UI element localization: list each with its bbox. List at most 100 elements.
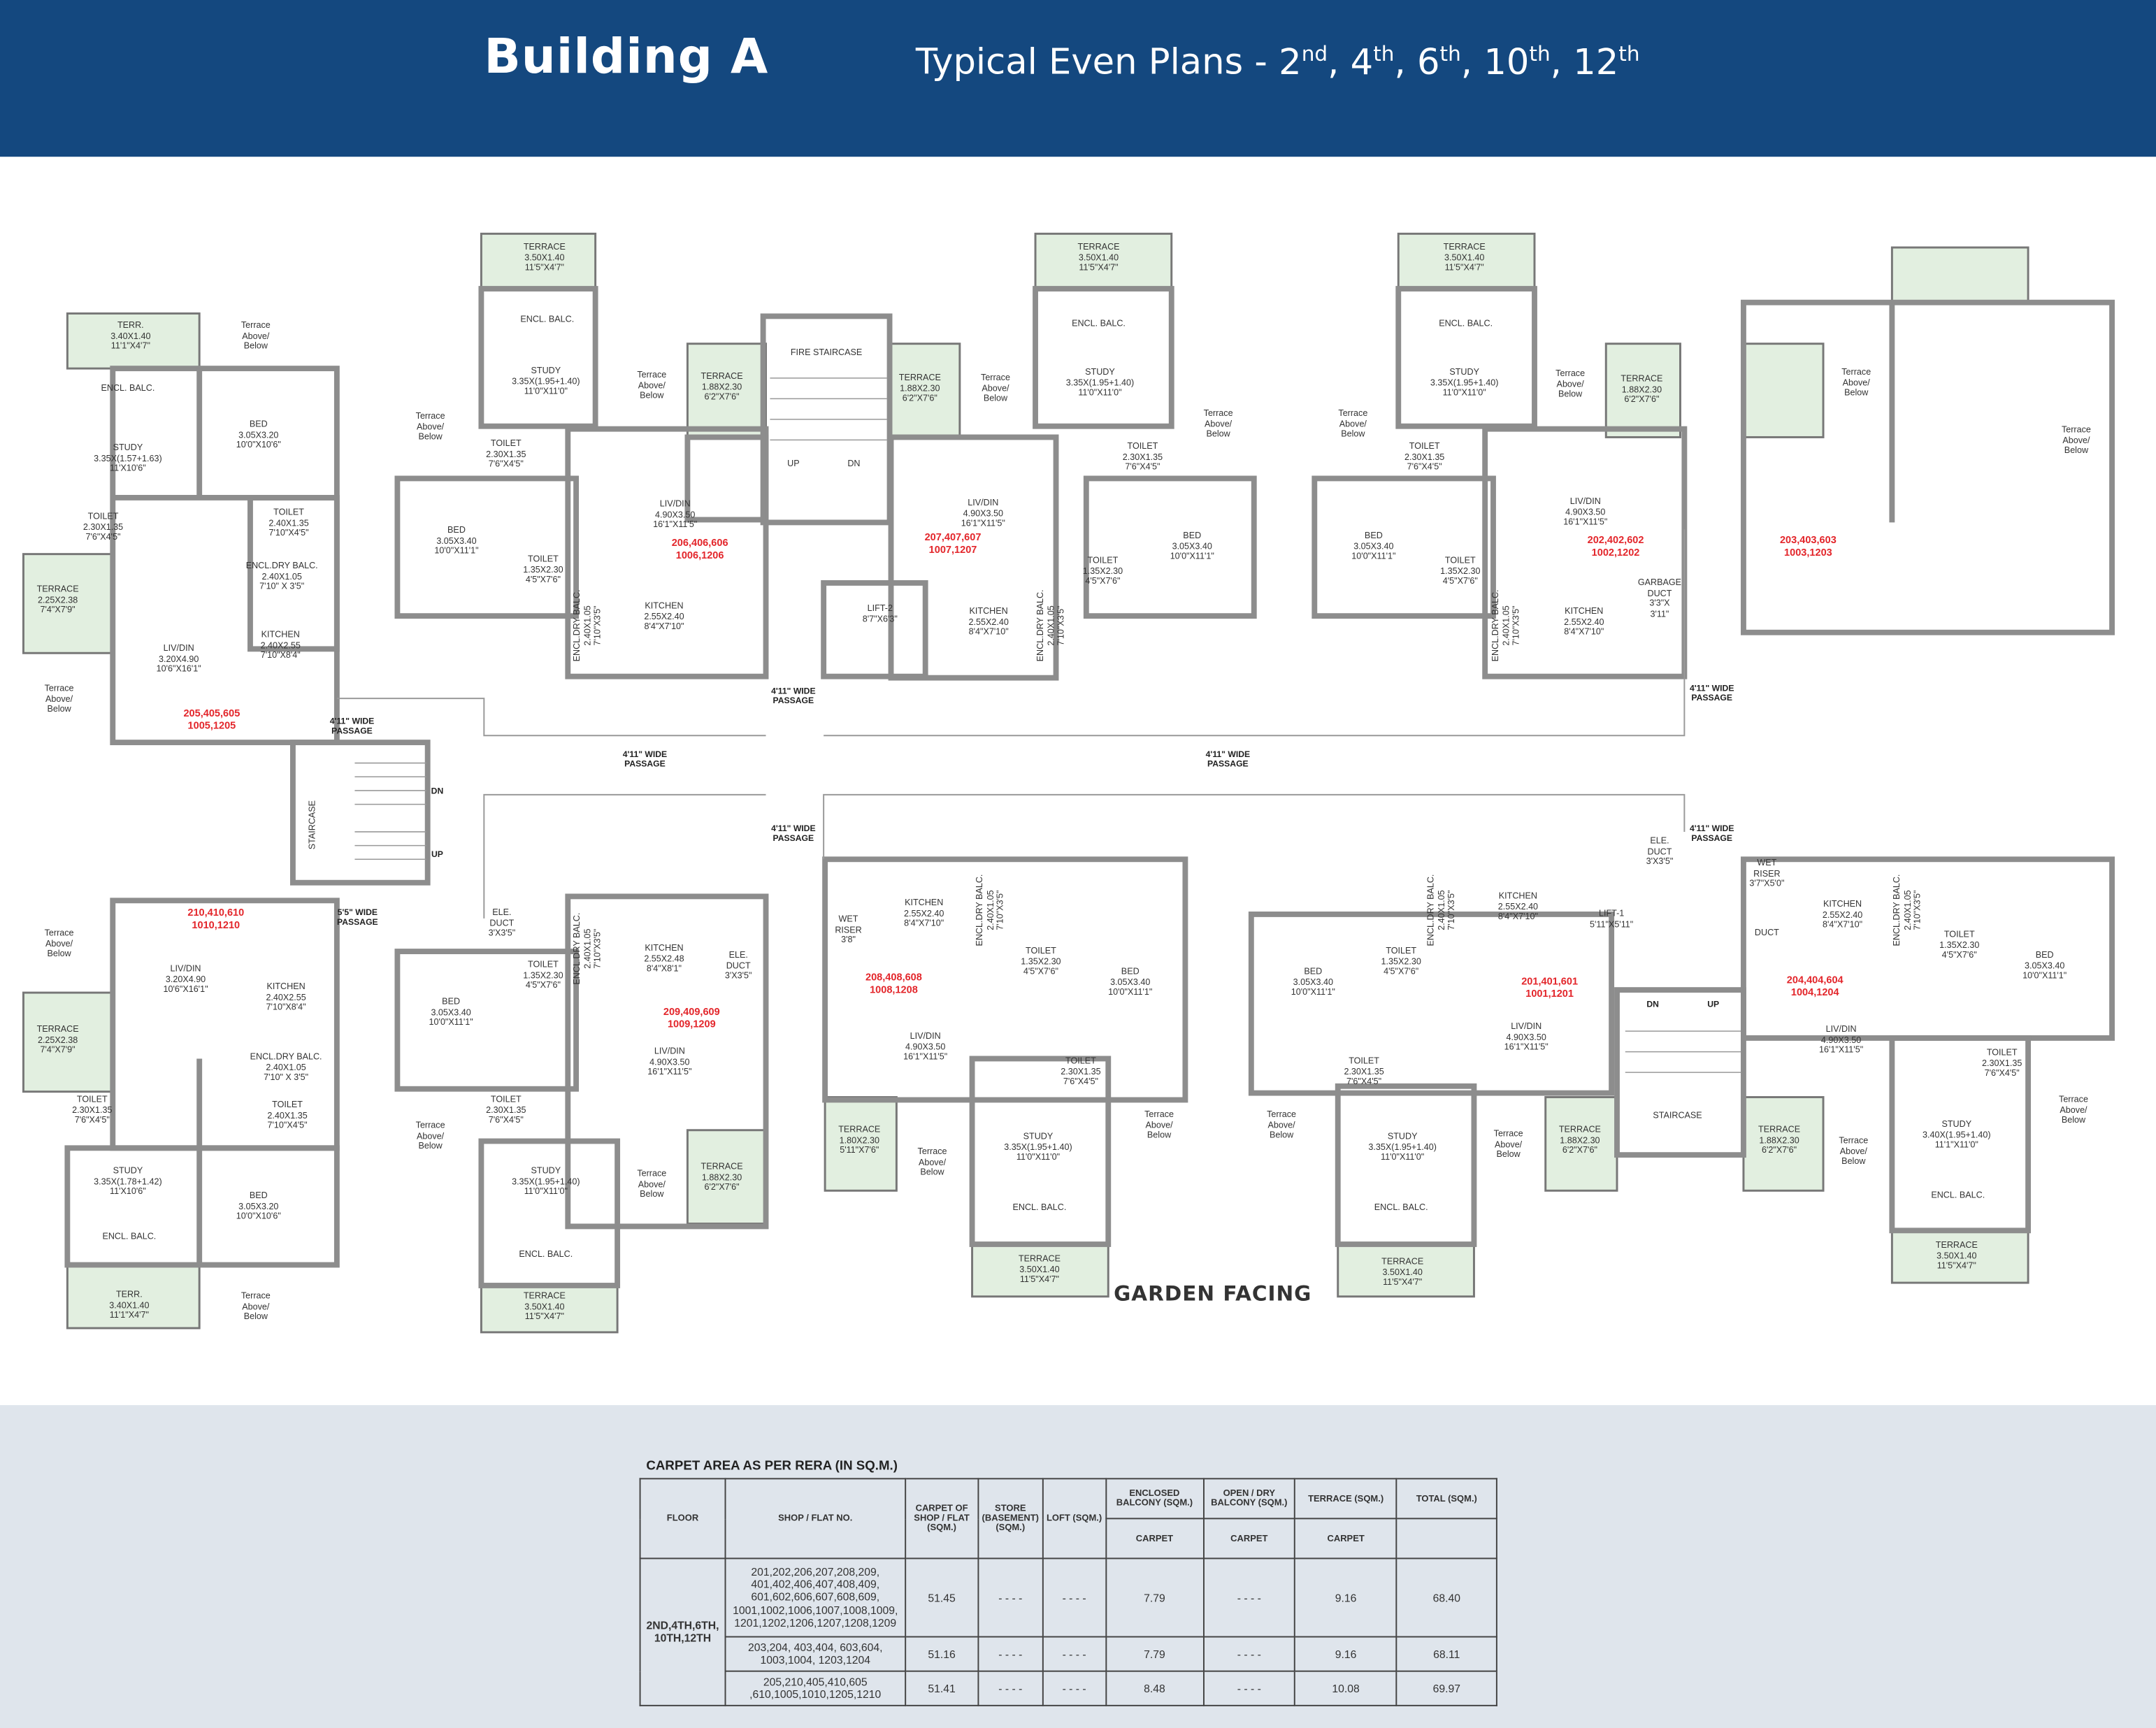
flat-number-label: 201,401,601 1001,1201 (1521, 974, 1579, 1000)
loft-cell: - - - - (1042, 1557, 1107, 1638)
room-label: BED 3.05X3.40 10'0"X11'1" (1108, 967, 1153, 998)
table-row: 205,210,405,410,605 ,610,1005,1010,1205,… (640, 1670, 1497, 1706)
col-terrace: TERRACE (SQM.) (1294, 1478, 1397, 1520)
flats-cell: 201,202,206,207,208,209, 401,402,406,407… (724, 1557, 907, 1638)
room-label: Terrace Above/ Below (415, 1121, 445, 1152)
room-label: LIV/DIN 3.20X4.90 10'6"X16'1" (163, 964, 208, 995)
floor-2: 2nd (1279, 41, 1328, 84)
open-cell: - - - - (1202, 1670, 1296, 1706)
room-label: Terrace Above/ Below (415, 412, 445, 443)
floor-plan-drawing (22, 232, 2115, 1334)
room-label: TERRACE 2.25X2.38 7'4"X7'9" (36, 1025, 79, 1056)
open-cell: - - - - (1202, 1636, 1296, 1672)
room-label: ENCL.DRY BALC. 2.40X1.05 7'10"X3'5" (1490, 589, 1522, 662)
col-floor: FLOOR (639, 1478, 726, 1560)
total-cell: 68.11 (1395, 1636, 1497, 1672)
room-label: LIV/DIN 4.90X3.50 16'1"X11'5" (903, 1032, 948, 1063)
floor-num: 12 (1573, 42, 1619, 84)
room-label: TOILET 2.40X1.35 7'10"X4'5" (268, 507, 309, 539)
table-header-row: FLOOR SHOP / FLAT NO. CARPET OF SHOP / F… (639, 1478, 1497, 1560)
room-label: Terrace Above/ Below (637, 370, 667, 402)
room-label: Terrace Above/ Below (1839, 1136, 1869, 1167)
room-label: LIV/DIN 3.20X4.90 10'6"X16'1" (156, 644, 201, 675)
room-label: TOILET 2.30X1.35 7'6"X4'5" (82, 512, 124, 543)
passage-label: 4'11" WIDE PASSAGE (1689, 684, 1734, 705)
flats-cell: 205,210,405,410,605 ,610,1005,1010,1205,… (724, 1670, 907, 1706)
carpet-cell: 51.45 (905, 1557, 979, 1638)
passage-label: 4'11" WIDE PASSAGE (329, 717, 375, 737)
room-label: TOILET 1.35X2.30 4'5"X7'6" (1082, 556, 1123, 587)
floor-num: 4 (1350, 42, 1374, 84)
terrace-cell: 9.16 (1294, 1557, 1397, 1638)
room-label: WET RISER 3'8" (835, 914, 862, 946)
enclosed-cell: 7.79 (1105, 1557, 1205, 1638)
room-label: STUDY 3.40X(1.95+1.40) 11'1"X11'0" (1923, 1119, 1991, 1151)
table-title: CARPET AREA AS PER RERA (IN SQ.M.) (646, 1458, 898, 1474)
subtitle-prefix: Typical Even Plans - (915, 42, 1279, 84)
room-label: DUCT (1754, 928, 1779, 938)
room-label: TERRACE 1.80X2.30 5'11"X7'6" (838, 1125, 881, 1156)
flat-number-label: 204,404,604 1004,1204 (1786, 973, 1844, 998)
room-label: STUDY 3.35X(1.57+1.63) 11'X10'6" (94, 443, 162, 475)
room-label: Terrace Above/ Below (2061, 425, 2091, 456)
room-label: LIV/DIN 4.90X3.50 16'1"X11'5" (961, 498, 1005, 529)
room-label: BED 3.05X3.40 10'0"X11'1" (1351, 531, 1396, 563)
room-label: TOILET 2.30X1.35 7'6"X4'5" (1344, 1056, 1384, 1088)
col-carpet: CARPET OF SHOP / FLAT (SQM.) (905, 1478, 979, 1560)
room-label: FIRE STAIRCASE (790, 347, 863, 358)
col-open-balcony: OPEN / DRY BALCONY (SQM.) (1202, 1478, 1296, 1520)
room-label: KITCHEN 2.55X2.40 8'4"X7'10" (1564, 607, 1604, 638)
flat-number-label: 202,402,602 1002,1202 (1587, 533, 1644, 559)
floor-num: 2 (1279, 42, 1302, 84)
room-label: TOILET 2.30X1.35 7'6"X4'5" (486, 1095, 526, 1126)
table-row: 203,204, 403,404, 603,604, 1003,1004, 12… (640, 1636, 1497, 1672)
floor-suffix: th (1439, 41, 1461, 66)
sub-carpet: CARPET (1105, 1518, 1205, 1560)
floor-suffix: th (1529, 41, 1551, 66)
room-label: TERRACE 1.88X2.30 6'2"X7'6" (1758, 1125, 1801, 1156)
room-label: TERRACE 3.50X1.40 11'5"X4'7" (523, 243, 566, 274)
room-label: TOILET 1.35X2.30 4'5"X7'6" (523, 554, 563, 586)
room-label: TERRACE 3.50X1.40 11'5"X4'7" (1443, 243, 1486, 274)
terrace-cell: 9.16 (1294, 1636, 1397, 1672)
room-label: BED 3.05X3.40 10'0"X11'1" (1291, 967, 1335, 998)
room-label: DN (847, 459, 861, 469)
room-label: TERRACE 3.50X1.40 11'5"X4'7" (1935, 1241, 1978, 1272)
flats-cell: 203,204, 403,404, 603,604, 1003,1004, 12… (724, 1636, 907, 1672)
carpet-area-table: FLOOR SHOP / FLAT NO. CARPET OF SHOP / F… (639, 1478, 1497, 1706)
carpet-cell: 51.16 (905, 1636, 979, 1672)
room-label: Terrace Above/ Below (1841, 368, 1871, 399)
room-label: ENCL.DRY BALC. 2.40X1.05 7'10"X3'5" (1892, 874, 1924, 946)
room-label: TERRACE 3.50X1.40 11'5"X4'7" (1018, 1254, 1061, 1286)
header-banner: Building A Typical Even Plans - 2nd, 4th… (0, 0, 2156, 157)
room-label: ENCL.DRY BALC. 2.40X1.05 7'10"X3'5" (573, 589, 604, 662)
room-label: Terrace Above/ Below (1144, 1110, 1174, 1142)
room-label: LIFT-1 5'11"X5'11" (1590, 909, 1634, 930)
room-label: STUDY 3.35X(1.78+1.42) 11'X10'6" (94, 1166, 162, 1197)
room-label: BED 3.05X3.40 10'0"X11'1" (1170, 531, 1214, 563)
col-loft: LOFT (SQM.) (1042, 1478, 1107, 1560)
passage-label: UP (431, 850, 443, 860)
room-label: STUDY 3.35X(1.95+1.40) 11'0"X11'0" (512, 1166, 580, 1197)
room-label: STAIRCASE (308, 800, 318, 850)
room-label: BED 3.05X3.40 10'0"X11'1" (434, 526, 479, 557)
building-title: Building A (484, 30, 769, 85)
open-cell: - - - - (1202, 1557, 1296, 1638)
room-label: TOILET 2.30X1.35 7'6"X4'5" (1982, 1048, 2022, 1079)
room-label: TOILET 1.35X2.30 4'5"X7'6" (523, 960, 563, 991)
room-label: TERRACE 3.50X1.40 11'5"X4'7" (1381, 1257, 1424, 1288)
room-label: ENCL.DRY BALC. 2.40X1.05 7'10"X3'5" (573, 912, 604, 985)
room-label: ENCL. BALC. (520, 315, 575, 325)
room-label: ENCL. BALC. (1012, 1203, 1067, 1214)
room-label: Terrace Above/ Below (637, 1169, 667, 1200)
sub-carpet: CARPET (1202, 1518, 1296, 1560)
orientation-label: GARDEN FACING (1114, 1281, 1312, 1306)
room-label: Terrace Above/ Below (1338, 409, 1368, 440)
room-label: ENCL. BALC. (1374, 1203, 1428, 1214)
room-label: ELE. DUCT 3'X3'5" (724, 951, 752, 982)
floor-num: 6 (1416, 42, 1440, 84)
flat-number-label: 203,403,603 1003,1203 (1779, 533, 1837, 559)
room-label: Terrace Above/ Below (1203, 409, 1233, 440)
room-label: TOILET 2.30X1.35 7'6"X4'5" (1404, 442, 1445, 473)
flat-number-label: 210,410,610 1010,1210 (187, 906, 245, 931)
